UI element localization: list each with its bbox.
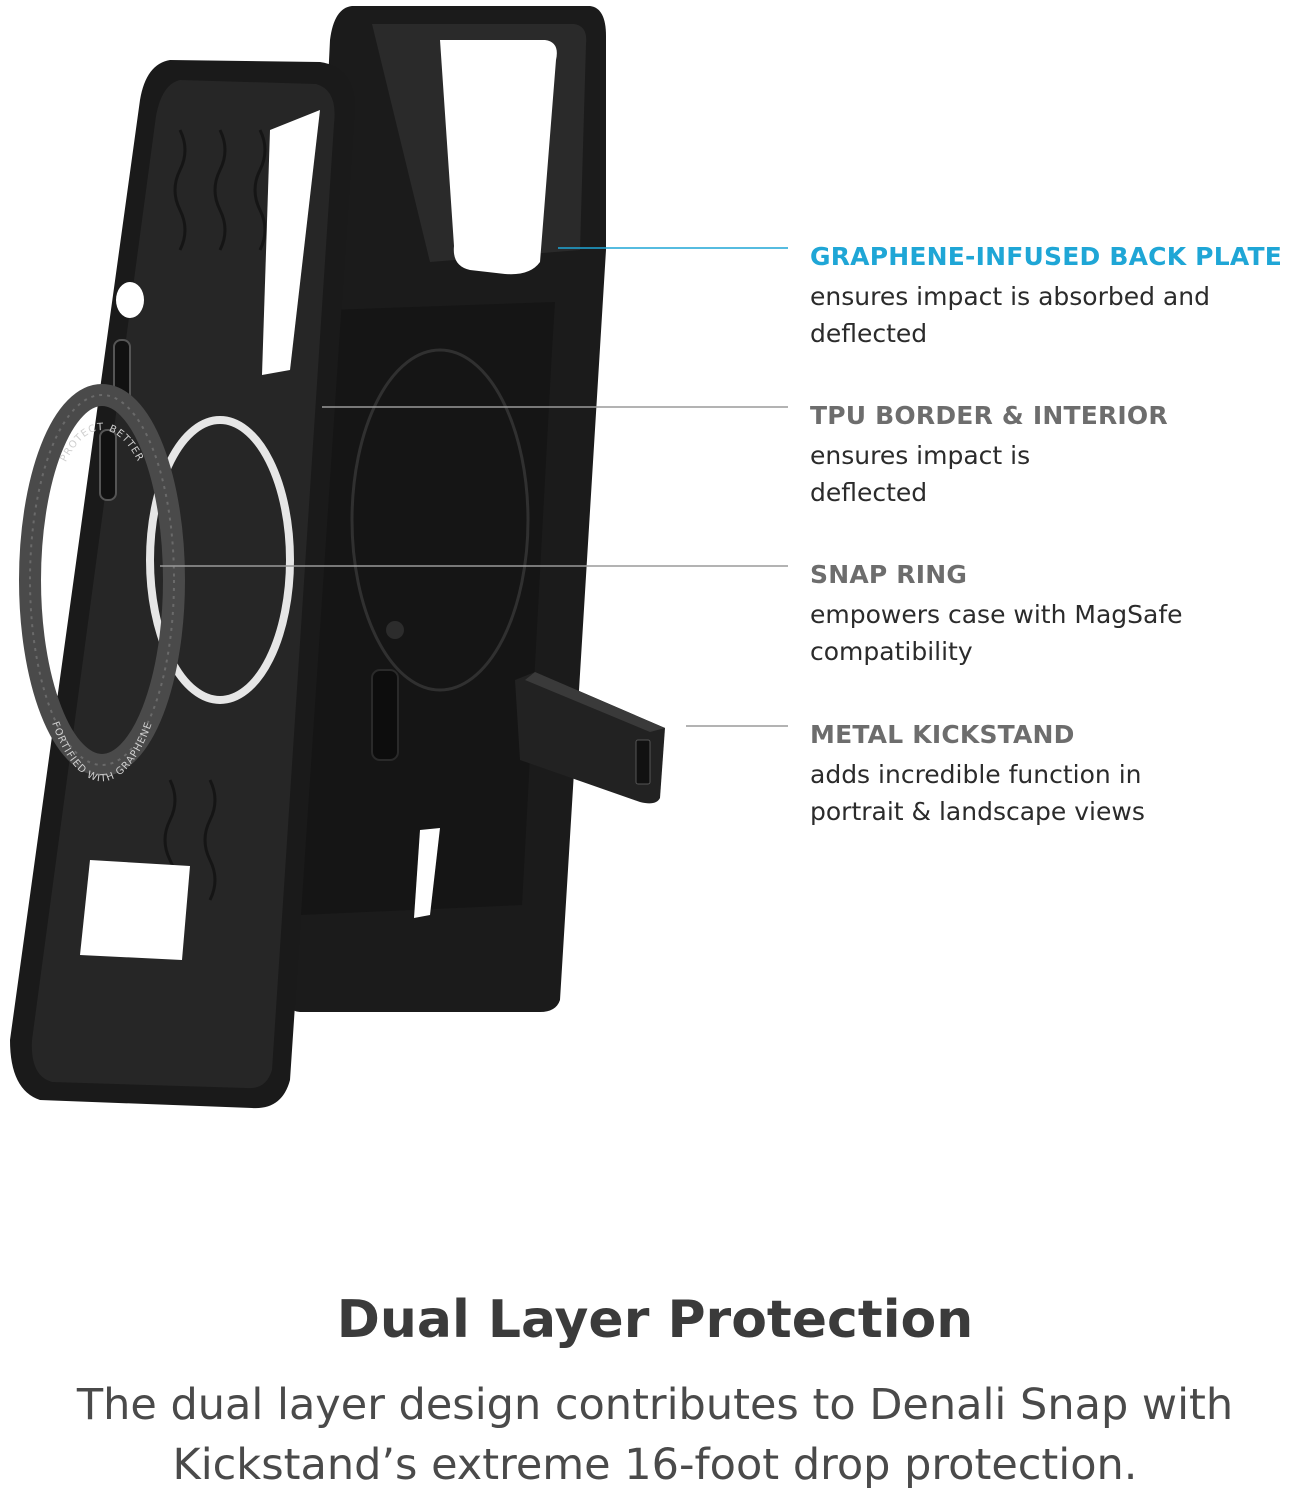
- camera-cutout: [440, 40, 557, 275]
- callout-desc: ensures impact is absorbed and deflected: [810, 282, 1210, 348]
- callout-desc: empowers case with MagSafe compatibility: [810, 600, 1183, 666]
- leader-lines: [160, 247, 788, 727]
- magsafe-circle: [350, 348, 530, 692]
- callout-title: TPU BORDER & INTERIOR: [810, 401, 1168, 430]
- section-heading: Dual Layer Protection: [336, 1290, 974, 1350]
- section-body: The dual layer design contributes to Den…: [76, 1380, 1234, 1490]
- callout-title: SNAP RING: [810, 560, 968, 589]
- callout-tpu-border: TPU BORDER & INTERIOR ensures impact is …: [810, 399, 1305, 511]
- back-case: [283, 6, 606, 1012]
- callout-title: METAL KICKSTAND: [810, 720, 1075, 749]
- callout-desc: ensures impact is deflected: [810, 441, 1031, 507]
- callout-kickstand: METAL KICKSTAND adds incredible function…: [810, 718, 1305, 830]
- callout-snap-ring: SNAP RING empowers case with MagSafe com…: [810, 558, 1305, 670]
- callout-desc: adds incredible function in portrait & l…: [810, 760, 1145, 826]
- metal-kickstand: [515, 672, 665, 804]
- callout-back-plate: GRAPHENE-INFUSED BACK PLATE ensures impa…: [810, 240, 1305, 352]
- callout-title: GRAPHENE-INFUSED BACK PLATE: [810, 242, 1282, 271]
- product-illustration: PROTECT BETTER FORTIFIED WITH GRAPHENE: [10, 6, 788, 1109]
